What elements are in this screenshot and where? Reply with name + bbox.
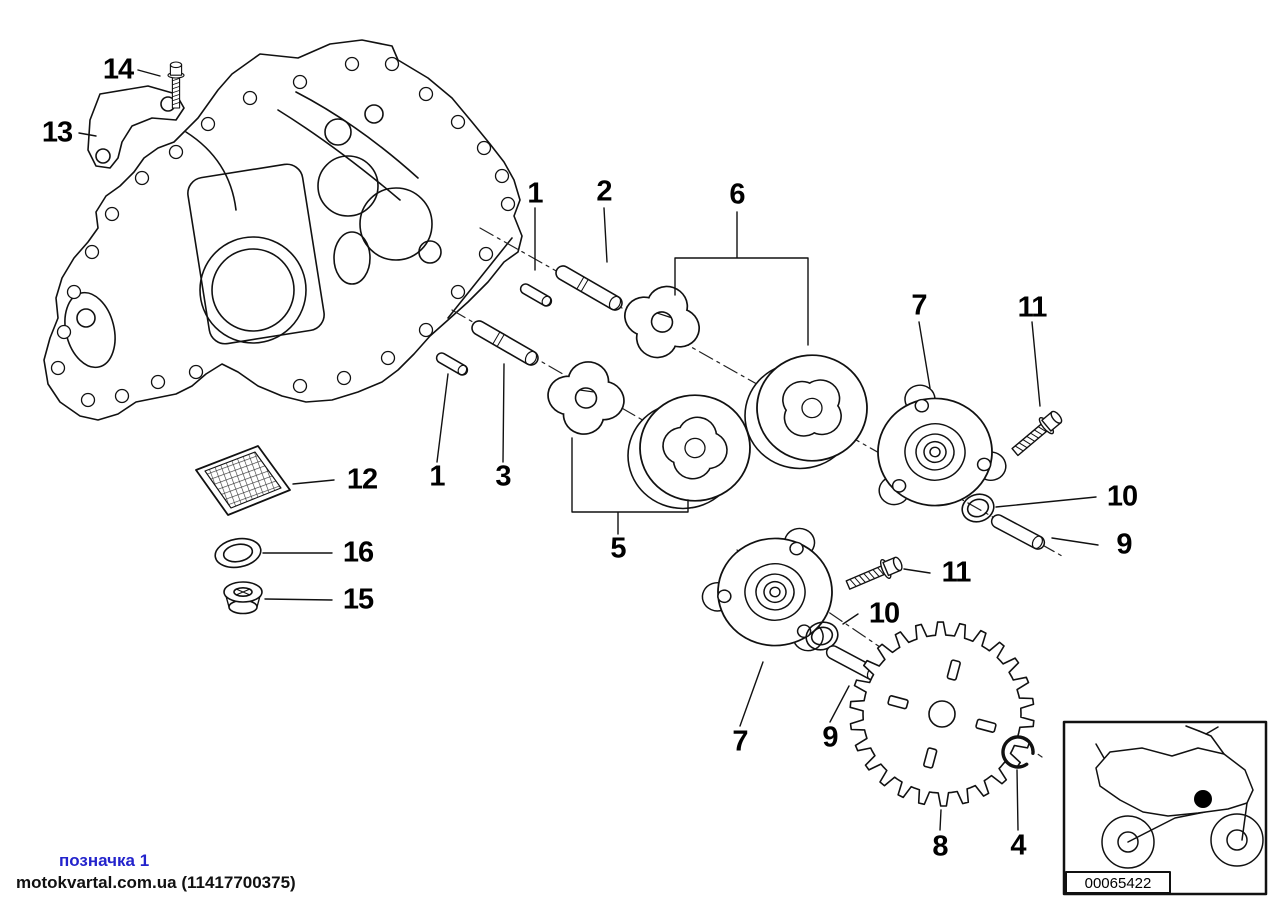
part-label-2: 2 — [596, 175, 612, 208]
snap-ring-4 — [1001, 735, 1035, 769]
part-label-15: 15 — [342, 583, 374, 616]
part-label-10: 10 — [868, 597, 900, 630]
part-label-4: 4 — [1010, 829, 1026, 862]
part-label-11: 11 — [941, 556, 972, 589]
crankcase-bolt-holes — [50, 56, 516, 408]
part-label-3: 3 — [495, 460, 511, 493]
code-box — [1065, 871, 1171, 894]
diagram-code: 00065422 — [1085, 875, 1152, 892]
seal-ring-16 — [214, 537, 262, 569]
strainer-screen-12 — [195, 445, 291, 516]
part-label-14: 14 — [102, 53, 134, 86]
outer-rotor-lower — [628, 387, 759, 509]
gear-slots — [887, 659, 997, 769]
part-label-7: 7 — [911, 289, 927, 322]
part-label-6: 6 — [729, 178, 745, 211]
leader-lines — [78, 69, 1099, 831]
mark-link[interactable]: позначка 1 — [59, 851, 150, 870]
o-ring-upper — [961, 493, 995, 523]
motorcycle-icon — [1095, 725, 1264, 869]
location-dot — [1194, 790, 1212, 808]
part-label-1: 1 — [429, 460, 445, 493]
bracket-5 — [571, 437, 689, 535]
part-label-12: 12 — [346, 463, 378, 496]
part-label-9: 9 — [822, 721, 838, 754]
part-label-1: 1 — [527, 177, 543, 210]
inner-rotor-lower — [566, 379, 606, 418]
part-label-8: 8 — [932, 830, 948, 863]
part-label-16: 16 — [342, 536, 374, 569]
inner-rotor-upper — [640, 300, 685, 344]
shaft-2 — [552, 262, 626, 314]
part-label-10: 10 — [1106, 480, 1138, 513]
o-ring-lower — [805, 621, 839, 651]
crankcase-outline — [43, 39, 523, 421]
pump-cover-lower — [691, 503, 866, 668]
watermark-text: motokvartal.com.ua (11417700375) — [16, 873, 296, 892]
bracket-6 — [674, 211, 809, 346]
part-label-7: 7 — [732, 725, 748, 758]
outer-rotor-upper — [735, 334, 890, 483]
screw-11-upper — [1007, 406, 1067, 461]
drain-plug-15 — [223, 581, 263, 615]
part-label-13: 13 — [41, 116, 73, 149]
part-label-9: 9 — [1116, 528, 1132, 561]
shaft-3 — [468, 317, 542, 369]
pin-1-upper — [517, 281, 555, 309]
crankcase — [43, 39, 523, 421]
part-label-11: 11 — [1017, 291, 1048, 324]
screw-11-lower — [843, 552, 906, 596]
drive-gear-8 — [849, 621, 1035, 807]
pin-9-upper — [988, 511, 1048, 553]
thumbnail-box[interactable]: 00065422 — [1062, 720, 1268, 896]
part-label-5: 5 — [610, 532, 626, 565]
pin-1-lower — [433, 350, 471, 378]
